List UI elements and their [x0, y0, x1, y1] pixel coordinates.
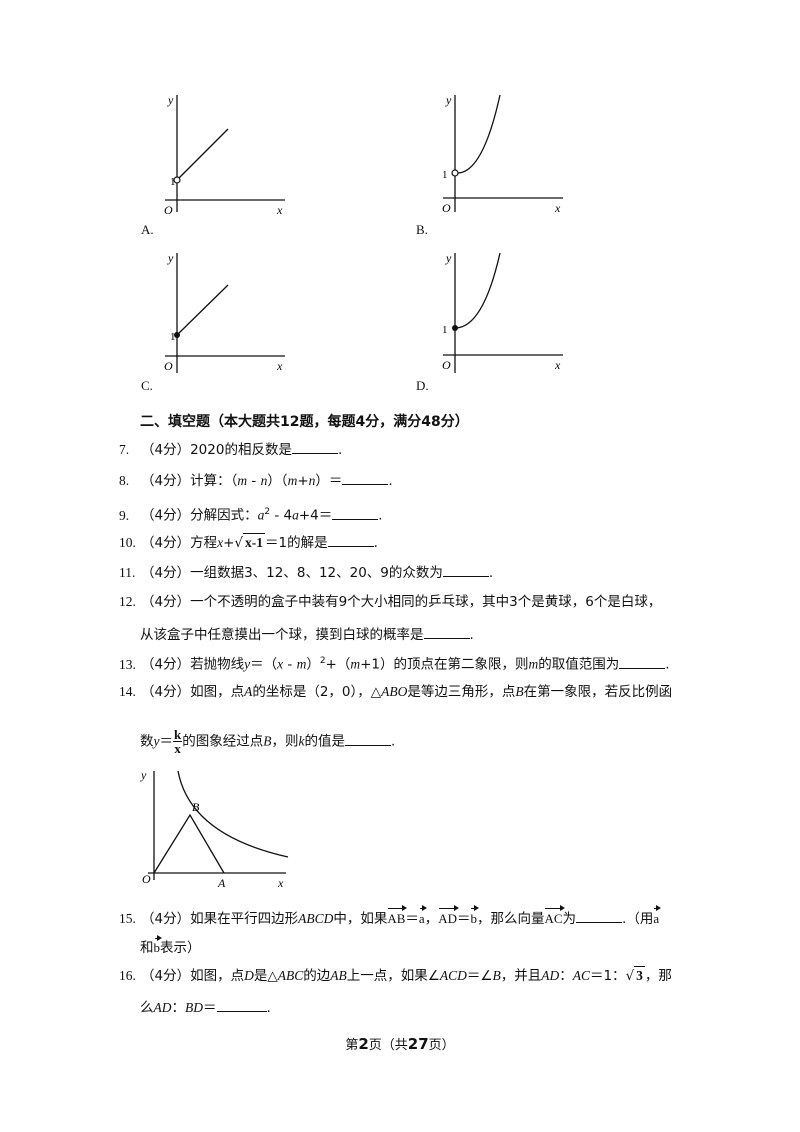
question-12: 12.（4分）一个不透明的盒子中装有9个大小相同的乒乓球，其中3个是黄球，6个是…: [119, 594, 662, 610]
graph-option-a: y x O 1: [164, 93, 285, 217]
origin-label: O: [442, 358, 451, 372]
answer-blank: [619, 656, 666, 669]
answer-blank: [342, 472, 389, 485]
question-15-continued: 和b表示）: [140, 935, 201, 956]
answer-blank: [576, 910, 623, 923]
answer-blank: [442, 564, 489, 577]
vector-ab: AB: [387, 905, 408, 928]
vector-b: b: [470, 905, 479, 928]
question-number: 16.: [119, 968, 136, 983]
question-11: 11.（4分）一组数据3、12、8、12、20、9的众数为.: [119, 564, 494, 581]
question-15: 15.（4分）如果在平行四边形ABCD中，如果AB＝a，AD＝b，那么向量AC为…: [119, 905, 661, 928]
question-8: 8.（4分）计算：（m - n）（m+n）＝.: [119, 472, 393, 489]
origin-label: O: [164, 359, 173, 373]
question-14: 14.（4分）如图，点A的坐标是（2，0），△ABO是等边三角形，点B在第一象限…: [119, 684, 673, 700]
option-b-label: B.: [416, 222, 428, 237]
origin-label: O: [442, 201, 451, 215]
answer-blank: [291, 441, 338, 454]
answer-blank: [344, 733, 391, 746]
option-d-label: D.: [416, 378, 429, 393]
x-axis-label: x: [276, 203, 283, 217]
question-number: 10.: [119, 535, 136, 550]
fig14-y-label: y: [140, 768, 147, 782]
question-number: 11.: [119, 565, 136, 580]
one-label: 1: [442, 324, 448, 336]
vector-ac: AC: [544, 905, 565, 928]
vector-ad: AD: [438, 905, 459, 928]
question-7: 7.（4分）2020的相反数是.: [119, 441, 343, 458]
answer-blank: [332, 507, 379, 520]
one-label: 1: [170, 331, 176, 343]
graph-option-c: y x O 1: [164, 251, 285, 373]
total-pages: 27: [407, 1035, 429, 1053]
fig14-point-b-label: B: [192, 800, 200, 814]
y-axis-label: y: [167, 93, 174, 107]
question-10: 10.（4分）方程x+√x-1＝1的解是.: [119, 533, 378, 551]
current-page: 2: [358, 1035, 369, 1053]
graph-option-d: y x O 1: [442, 251, 563, 373]
question-number: 12.: [119, 594, 136, 609]
question-16-continued: 么AD：BD＝.: [140, 999, 271, 1016]
fig14-x-label: x: [277, 876, 284, 890]
x-axis-label: x: [554, 201, 561, 215]
figure-q14-hyperbola: y x O A B: [140, 768, 289, 890]
x-axis-label: x: [276, 359, 283, 373]
fig14-origin-label: O: [142, 872, 151, 886]
x-axis-label: x: [554, 358, 561, 372]
one-label: 1: [442, 169, 448, 181]
sqrt-radicand: x-1: [243, 533, 266, 550]
section-title: 二、填空题（本大题共12题，每题4分，满分48分）: [140, 414, 469, 430]
question-number: 9.: [119, 507, 130, 523]
option-a-label: A.: [141, 222, 154, 237]
answer-blank: [327, 534, 374, 547]
vector-a: a: [419, 905, 427, 928]
fig14-point-a-label: A: [217, 876, 226, 890]
question-number: 8.: [119, 473, 130, 488]
y-axis-label: y: [167, 251, 174, 265]
question-number: 13.: [119, 656, 136, 672]
option-c-label: C.: [141, 378, 153, 393]
question-number: 7.: [119, 442, 130, 457]
graph-option-b: y x O 1: [442, 93, 563, 215]
answer-blank: [423, 626, 470, 639]
page-footer: 第2页（共27页）: [345, 1035, 455, 1053]
question-13: 13.（4分）若抛物线y＝（x - m）2+（m+1）的顶点在第二象限，则m的取…: [119, 656, 670, 673]
y-axis-label: y: [445, 251, 452, 265]
sqrt-three: 3: [634, 966, 645, 983]
vector-a: a: [653, 905, 661, 928]
origin-label: O: [164, 203, 173, 217]
answer-blank: [216, 999, 267, 1012]
question-9: 9.（4分）分解因式：a2 - 4a+4＝.: [119, 507, 383, 524]
vector-b: b: [154, 935, 162, 956]
question-16: 16.（4分）如图，点D是△ABC的边AB上一点，如果∠ACD＝∠B，并且AD：…: [119, 966, 672, 984]
one-label: 1: [170, 176, 176, 188]
question-number: 15.: [119, 911, 136, 926]
question-12-continued: 从该盒子中任意摸出一个球，摸到白球的概率是.: [140, 626, 474, 643]
y-axis-label: y: [445, 93, 452, 107]
question-number: 14.: [119, 684, 136, 699]
